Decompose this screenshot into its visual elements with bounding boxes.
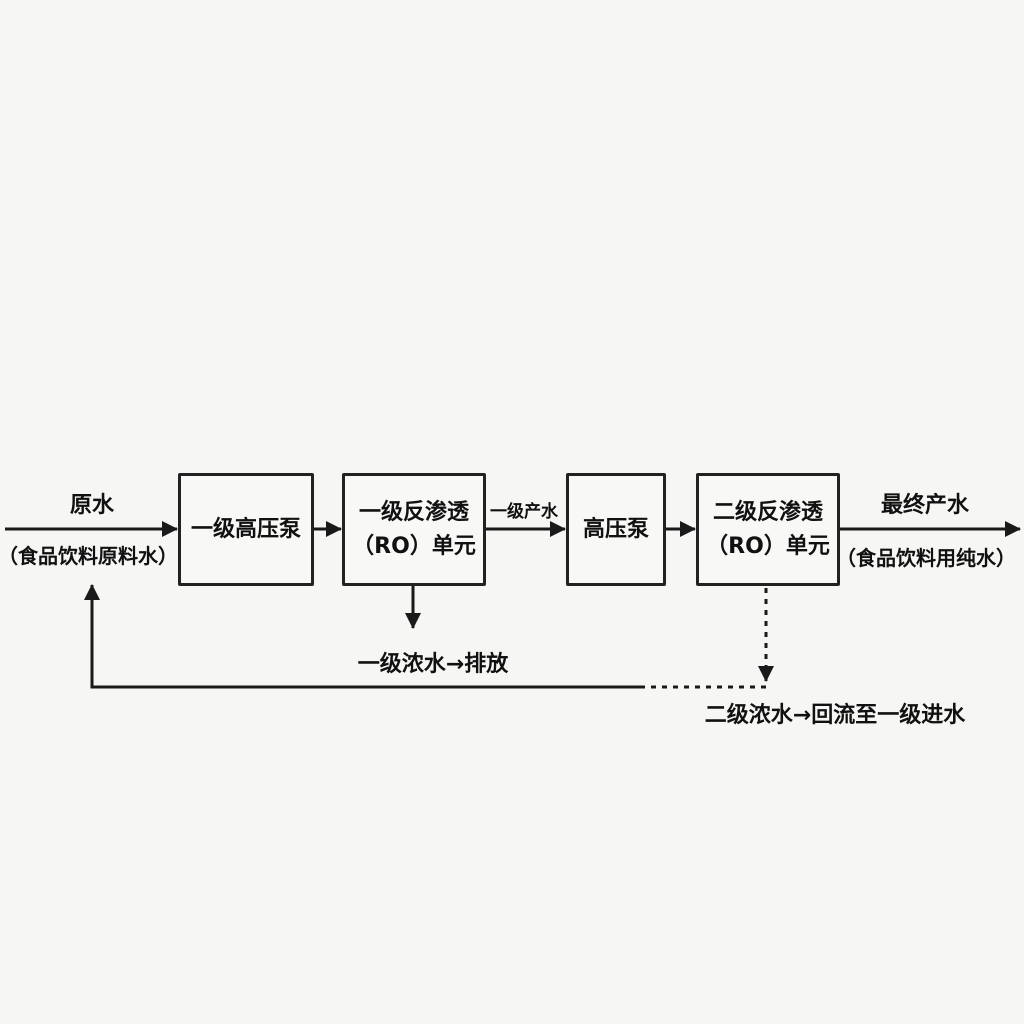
first-stage-high-pressure-pump: 一级高压泵 bbox=[178, 473, 314, 586]
final-output-label: 最终产水 bbox=[880, 493, 970, 518]
box-label: 二级反渗透 bbox=[712, 499, 823, 525]
box-sublabel: （RO）单元 bbox=[706, 533, 830, 559]
box-label: 高压泵 bbox=[582, 516, 649, 542]
box-sublabel: （RO）单元 bbox=[352, 533, 476, 559]
first-stage-permeate-label: 一级产水 bbox=[490, 502, 558, 522]
second-stage-concentrate-label: 二级浓水→回流至一级进水 bbox=[704, 703, 966, 728]
box-label: 一级高压泵 bbox=[190, 516, 301, 542]
raw-water-label: 原水 bbox=[69, 493, 115, 518]
recycle-return-arrow bbox=[84, 584, 640, 689]
first-stage-concentrate-label: 一级浓水→排放 bbox=[357, 652, 509, 677]
second-stage-ro-unit: 二级反渗透 （RO）单元 bbox=[696, 473, 840, 586]
raw-water-sublabel: （食品饮料原料水） bbox=[0, 544, 178, 568]
first-stage-ro-unit: 一级反渗透 （RO）单元 bbox=[342, 473, 486, 586]
final-output-sublabel: （食品饮料用纯水） bbox=[836, 546, 1016, 570]
high-pressure-pump: 高压泵 bbox=[566, 473, 666, 586]
box-label: 一级反渗透 bbox=[358, 499, 469, 525]
